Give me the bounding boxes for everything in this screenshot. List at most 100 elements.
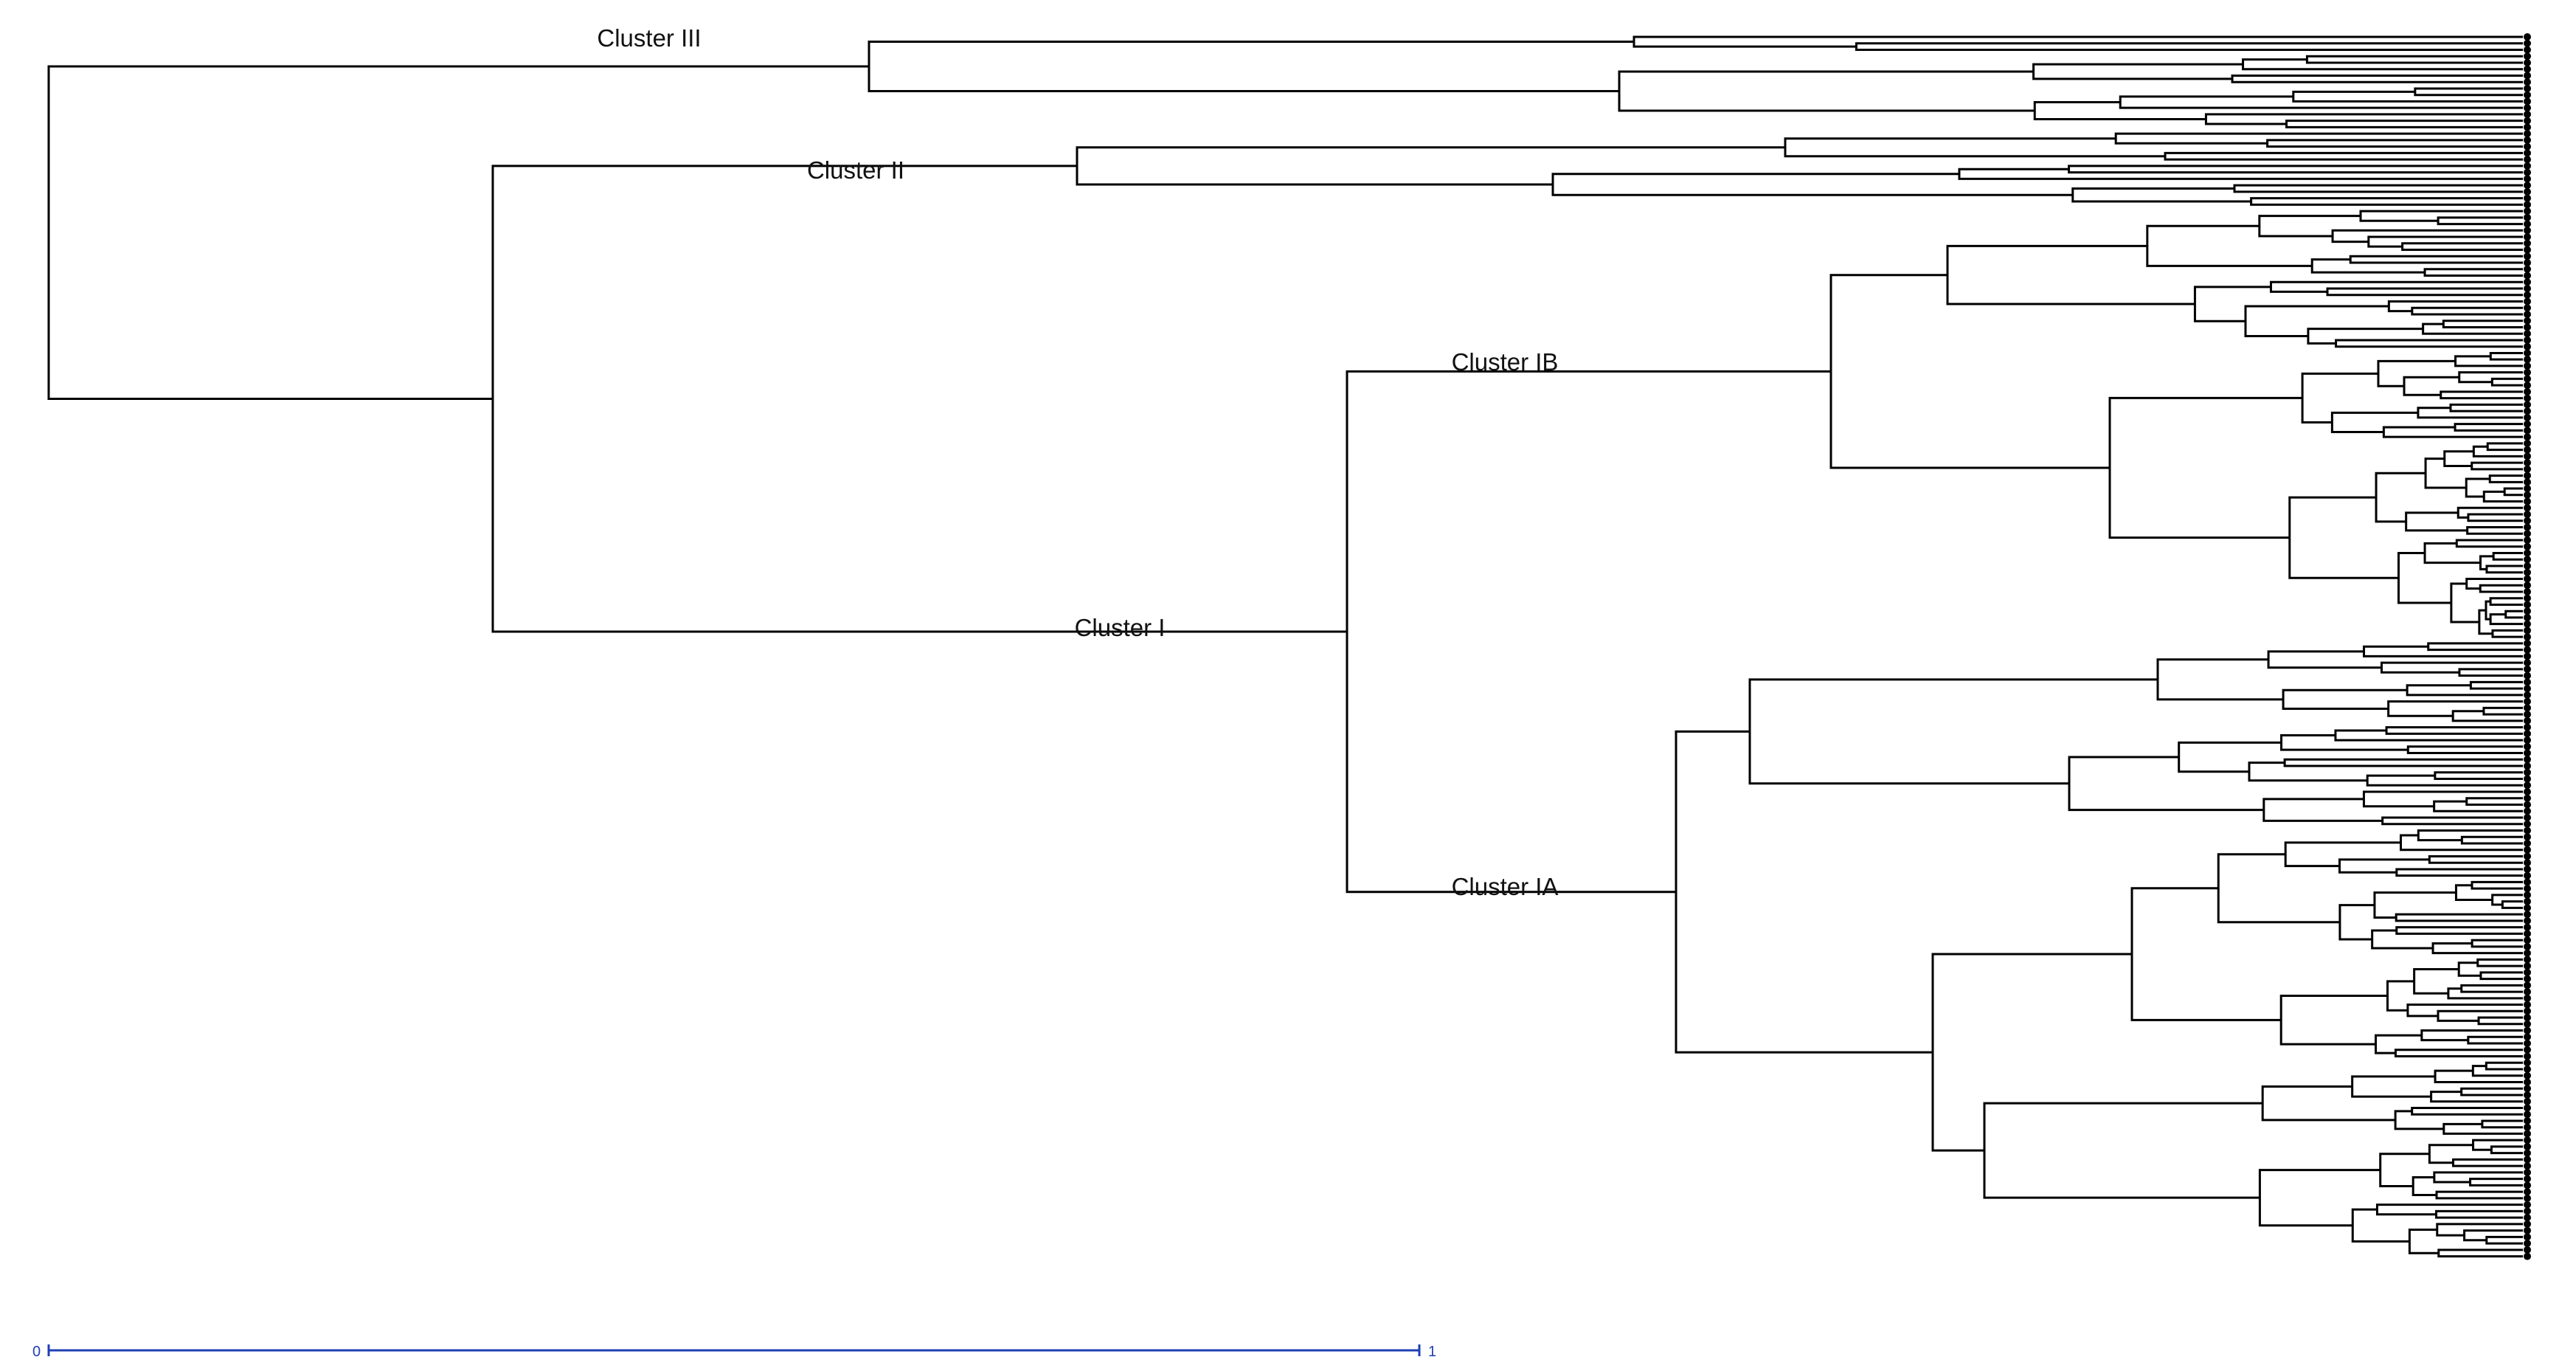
leaf-marker (2524, 542, 2531, 550)
dendrogram-branch (2288, 496, 2399, 579)
leaf-marker (2524, 1201, 2531, 1209)
leaf-marker (2524, 84, 2531, 92)
root-branch (47, 65, 869, 400)
leaf-marker (2524, 1071, 2531, 1080)
leaf-marker (2524, 904, 2531, 912)
dendrogram-branch (2411, 1175, 2437, 1196)
leaf-marker (2524, 201, 2531, 209)
leaf-marker (2524, 1078, 2531, 1086)
dendrogram-branch (2351, 1208, 2410, 1243)
leaf-marker (2524, 1181, 2531, 1189)
dendrogram-branch (2068, 165, 2523, 174)
leaf-marker (2524, 33, 2531, 41)
dendrogram-branch (2469, 680, 2523, 690)
leaf-marker (2524, 297, 2531, 305)
dendrogram-branch (2465, 477, 2490, 498)
leaf-marker (2524, 833, 2531, 841)
leaf-marker (2524, 949, 2531, 957)
dendrogram-branch (2504, 609, 2523, 619)
leaf-marker (2524, 975, 2531, 983)
leaf-marker (2524, 1220, 2531, 1228)
dendrogram-branch (2280, 734, 2409, 751)
dendrogram-branch (2386, 980, 2414, 1012)
leaf-marker (2524, 413, 2531, 421)
leaf-marker (2524, 723, 2531, 731)
leaf-marker (2524, 981, 2531, 990)
dendrogram-branch (2492, 551, 2523, 561)
leaf-marker (2524, 52, 2531, 61)
leaf-marker (2524, 472, 2531, 480)
dendrogram-branch (2380, 661, 2523, 674)
dendrogram-branch (2491, 894, 2523, 906)
leaf-marker (2524, 871, 2531, 880)
leaf-marker (2524, 149, 2531, 157)
dendrogram-branch (2385, 726, 2523, 735)
leaf-marker (2524, 1252, 2531, 1260)
dendrogram-branch (2359, 210, 2523, 222)
leaf-marker (2524, 897, 2531, 905)
leaf-marker (2524, 187, 2531, 196)
dendrogram-branch (2244, 305, 2389, 337)
leaf-marker (2524, 368, 2531, 376)
dendrogram-branch (2373, 891, 2456, 919)
leaf-marker (2524, 549, 2531, 557)
dendrogram-branch (2387, 700, 2523, 717)
dendrogram-branch (2489, 613, 2523, 626)
leaf-marker (2524, 891, 2531, 899)
dendrogram-branch (2338, 904, 2375, 941)
dendrogram-branch (2395, 868, 2523, 877)
leaf-marker (2524, 988, 2531, 996)
scale-bar-min-label: 0 (32, 1344, 41, 1360)
dendrogram-branch (2428, 854, 2523, 864)
dendrogram-branch (2262, 798, 2383, 822)
dendrogram-branch (2420, 1029, 2523, 1042)
dendrogram-branch (2414, 87, 2523, 97)
dendrogram-branch (2310, 258, 2426, 274)
dendrogram-branch (2476, 958, 2523, 967)
dendrogram-branch (1958, 168, 2523, 180)
leaf-marker (2524, 491, 2531, 499)
leaf-marker (2524, 1156, 2531, 1164)
dendrogram-branch (2471, 880, 2523, 890)
leaf-marker (2524, 711, 2531, 719)
leaf-marker (2524, 1033, 2531, 1041)
leaf-marker (2524, 762, 2531, 770)
dendrogram-branch (2481, 1119, 2523, 1129)
leaf-marker (2524, 1130, 2531, 1138)
dendrogram-branch (2451, 710, 2523, 722)
leaf-marker (2524, 646, 2531, 654)
cluster-label-ii: Cluster II (807, 156, 904, 184)
dendrogram-branch (2279, 995, 2388, 1046)
dendrogram-branch (1946, 244, 2195, 305)
leaf-marker (2524, 304, 2531, 312)
leaf-marker (2524, 962, 2531, 970)
dendrogram-branch (2146, 224, 2313, 267)
leaf-marker (2524, 936, 2531, 944)
cluster-ia-sub-branch (1931, 953, 2132, 1152)
leaf-marker (2524, 536, 2531, 545)
leaf-marker (2524, 285, 2531, 293)
leaf-marker (2524, 1123, 2531, 1131)
dendrogram-branch (2233, 184, 2523, 193)
leaf-marker (2524, 1097, 2531, 1105)
dendrogram-branch (2285, 120, 2523, 128)
leaf-marker (2524, 601, 2531, 609)
dendrogram-branch (2119, 95, 2523, 109)
leaf-marker (2524, 1014, 2531, 1022)
dendrogram-branch (2479, 555, 2494, 570)
leaf-marker (2524, 865, 2531, 873)
leaf-marker (2524, 175, 2531, 183)
leaf-marker (2524, 859, 2531, 867)
dendrogram-branch (2431, 942, 2523, 955)
leaf-marker (2524, 788, 2531, 796)
dendrogram-branch (2467, 513, 2523, 522)
leaf-marker (2524, 1116, 2531, 1125)
leaf-marker (2524, 1246, 2531, 1254)
dendrogram-branch (2491, 629, 2523, 638)
leaf-marker (2524, 911, 2531, 919)
leaf-marker (2524, 942, 2531, 950)
dendrogram-branch (2033, 101, 2206, 120)
leaf-marker (2524, 265, 2531, 273)
dendrogram-branch (2479, 971, 2523, 981)
